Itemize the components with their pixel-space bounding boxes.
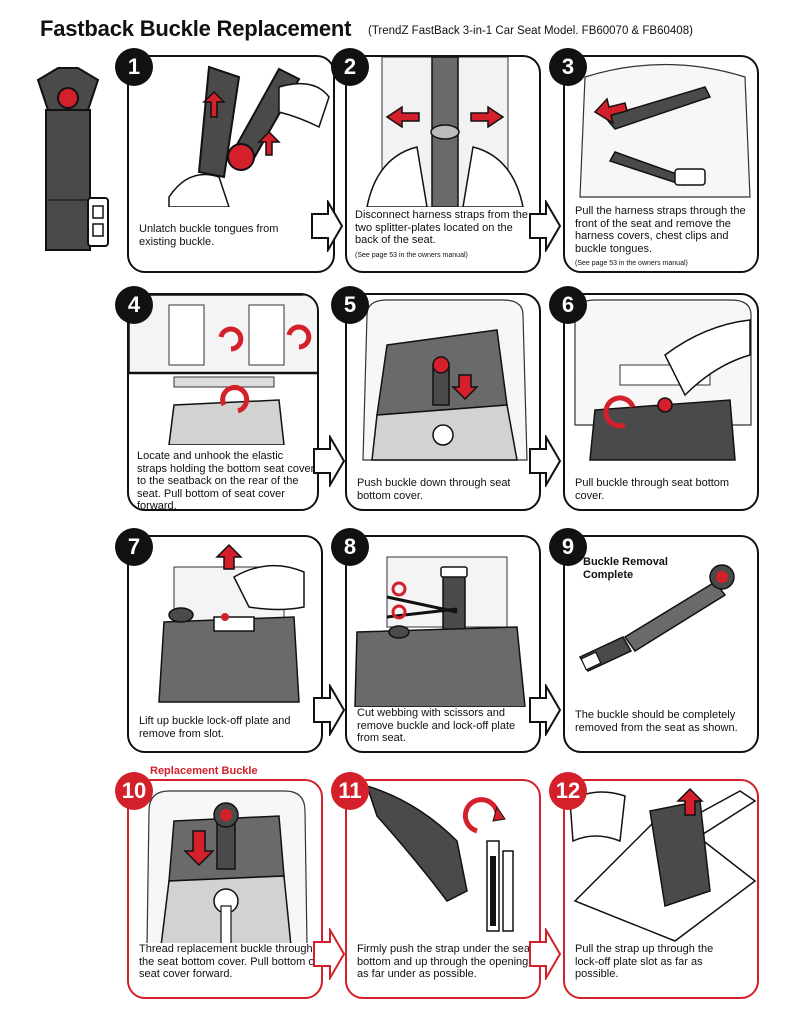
step-8-badge: 8	[331, 528, 369, 566]
step-6-caption: Pull buckle through seat bottom cover.	[575, 477, 755, 502]
step-2-panel: Disconnect harness straps from the two s…	[345, 55, 541, 273]
step-2-text: Disconnect harness straps from the two s…	[355, 209, 529, 246]
page-subtitle: (TrendZ FastBack 3-in-1 Car Seat Model. …	[368, 25, 693, 37]
arrow-right-icon	[313, 435, 346, 487]
step-2-note: (See page 53 in the owners manual)	[355, 251, 468, 259]
step-10-badge: 10	[115, 772, 153, 810]
step-12-badge: 12	[549, 772, 587, 810]
step-10-caption: Thread replacement buckle through the se…	[139, 943, 319, 981]
step-1-illustration	[168, 65, 330, 207]
arrow-right-icon	[313, 928, 346, 980]
step-9-illustration	[578, 564, 735, 672]
page-title: Fastback Buckle Replacement	[40, 16, 352, 41]
arrow-right-icon	[313, 684, 346, 736]
step-11-badge: 11	[331, 772, 369, 810]
step-7-caption: Lift up buckle lock-off plate and remove…	[139, 715, 309, 740]
step-2-caption: Disconnect harness straps from the two s…	[355, 209, 535, 262]
step-5-panel: Push buckle down through seat bottom cov…	[345, 293, 541, 511]
step-1-badge: 1	[115, 48, 153, 86]
arrow-right-icon	[529, 435, 562, 487]
step-7-badge: 7	[115, 528, 153, 566]
step-2-badge: 2	[331, 48, 369, 86]
step-3-illustration	[579, 63, 751, 198]
step-4-caption: Locate and unhook the elastic straps hol…	[137, 450, 315, 511]
step-3-text: Pull the harness straps through the fron…	[575, 205, 746, 255]
step-6-illustration	[574, 299, 752, 461]
step-7-illustration	[158, 543, 305, 703]
step-9-caption: The buckle should be completely removed …	[575, 709, 755, 734]
step-5-illustration	[362, 299, 528, 461]
step-5-badge: 5	[331, 286, 369, 324]
step-3-note: (See page 53 in the owners manual)	[575, 260, 688, 267]
step-4-badge: 4	[115, 286, 153, 324]
step-12-panel: Pull the strap up through the lock-off p…	[563, 779, 759, 999]
step-3-badge: 3	[549, 48, 587, 86]
step-8-caption: Cut webbing with scissors and remove buc…	[357, 707, 527, 745]
step-7-panel: Lift up buckle lock-off plate and remove…	[127, 535, 323, 753]
step-1-panel: Unlatch buckle tongues from existing buc…	[127, 55, 335, 273]
step-9-badge: 9	[549, 528, 587, 566]
replacement-buckle-label: Replacement Buckle	[150, 765, 258, 777]
step-12-caption: Pull the strap up through the lock-off p…	[575, 943, 725, 981]
step-11-panel: Firmly push the strap under the seat bot…	[345, 779, 541, 999]
step-6-panel: Pull buckle through seat bottom cover.	[563, 293, 759, 511]
step-10-illustration	[146, 790, 308, 946]
arrow-right-icon	[529, 200, 562, 252]
step-8-panel: Cut webbing with scissors and remove buc…	[345, 535, 541, 753]
step-11-caption: Firmly push the strap under the seat bot…	[357, 943, 537, 981]
buckle-illustration	[18, 60, 118, 260]
step-9-panel: The buckle should be completely removed …	[563, 535, 759, 753]
step-8-illustration	[354, 556, 526, 707]
step-3-panel: Pull the harness straps through the fron…	[563, 55, 759, 273]
step-6-badge: 6	[549, 286, 587, 324]
step-3-caption: Pull the harness straps through the fron…	[575, 205, 755, 271]
step-5-caption: Push buckle down through seat bottom cov…	[357, 477, 527, 502]
step-2-illustration	[366, 57, 524, 207]
arrow-right-icon	[529, 684, 562, 736]
step-4-illustration	[129, 295, 317, 445]
step-4-panel: Locate and unhook the elastic straps hol…	[127, 293, 319, 511]
step-10-panel: Thread replacement buckle through the se…	[127, 779, 323, 999]
step-1-caption: Unlatch buckle tongues from existing buc…	[139, 223, 299, 248]
step-12-illustration	[569, 787, 757, 942]
arrow-right-icon	[529, 928, 562, 980]
step-11-illustration	[365, 784, 514, 932]
step-9-title: Buckle Removal Complete	[583, 556, 668, 581]
lock-off-plate-illustration	[86, 196, 110, 248]
arrow-right-icon	[311, 200, 344, 252]
